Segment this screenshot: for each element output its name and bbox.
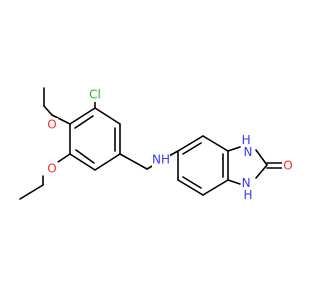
bond — [202, 179, 229, 196]
left-substituents — [19, 87, 179, 200]
bond-ome — [51, 114, 71, 125]
amine-nh-label: NH — [152, 153, 170, 167]
bond — [255, 164, 268, 179]
right-benzene-ring — [177, 135, 229, 196]
bond — [177, 135, 204, 152]
molecule-drawing: Cl O O NH H N N H O — [19, 87, 294, 202]
imidazole-nh-bottom-label: N H — [242, 176, 255, 202]
double-bond-inner — [74, 115, 94, 129]
bond — [227, 146, 241, 152]
methoxy-oxygen-label: O — [47, 118, 56, 132]
structure-svg: Cl O O NH H N N H O — [19, 87, 294, 202]
bond — [255, 149, 268, 166]
bond-nh-ring — [168, 150, 179, 157]
imidazolone-ring — [227, 146, 283, 185]
bond — [69, 153, 96, 171]
bond-oet-ch3 — [19, 184, 44, 200]
bond-benzyl — [119, 153, 148, 170]
imidazole-nh-top-label: H N — [242, 133, 255, 159]
bond — [227, 179, 241, 185]
double-bond-inner — [75, 149, 95, 164]
carbonyl-oxygen-label: O — [283, 159, 292, 173]
bond-ome-methyl — [43, 105, 53, 116]
bond — [202, 135, 229, 152]
atom-labels: Cl O O NH H N N H O — [46, 88, 294, 202]
bond — [94, 153, 121, 171]
double-bond-inner — [182, 176, 202, 189]
chlorine-label: Cl — [89, 88, 101, 102]
bond — [177, 179, 204, 196]
left-benzene-ring — [69, 107, 121, 171]
bond — [69, 107, 96, 125]
double-bond-inner — [182, 142, 202, 155]
ethoxy-oxygen-label: O — [47, 162, 56, 176]
bond-oet — [57, 153, 71, 163]
bond — [94, 107, 121, 125]
